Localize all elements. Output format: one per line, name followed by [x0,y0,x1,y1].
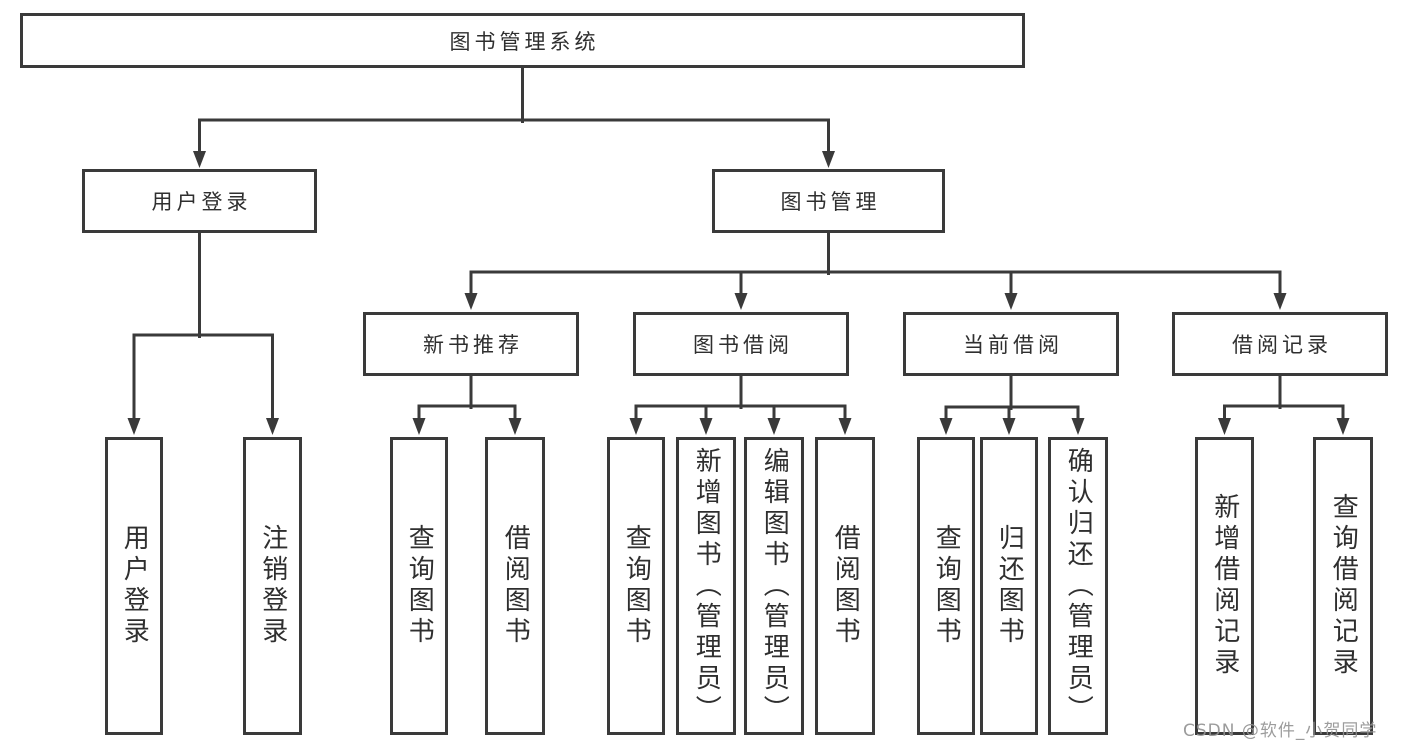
node-label: 确认归还（管理员） [1063,446,1094,726]
node-book-borrowing: 图书借阅 [633,312,849,376]
node-current-borrowing: 当前借阅 [903,312,1119,376]
leaf-borrow-books: 借阅图书 [815,437,875,735]
leaf-confirm-return-admin: 确认归还（管理员） [1048,437,1108,735]
leaf-edit-books-admin: 编辑图书（管理员） [744,437,804,735]
watermark: CSDN @软件_小贺同学 [1183,721,1378,741]
leaf-query-books-recommend: 查询图书 [390,437,448,735]
node-label: 用户登录 [119,524,150,648]
node-label: 查询借阅记录 [1328,493,1359,679]
node-label: 用户登录 [151,190,252,214]
node-label: 图书管理系统 [449,29,600,54]
leaf-borrow-books-recommend: 借阅图书 [485,437,545,735]
leaf-return-books: 归还图书 [980,437,1038,735]
node-label: 编辑图书（管理员） [759,446,790,726]
node-library-system-root: 图书管理系统 [20,13,1025,68]
node-label: 新增图书（管理员） [691,446,722,726]
leaf-query-borrow-record: 查询借阅记录 [1313,437,1373,735]
node-label: 当前借阅 [963,333,1063,357]
node-book-management: 图书管理 [712,169,945,233]
node-user-login: 用户登录 [82,169,317,233]
node-label: 查询图书 [931,524,962,648]
node-label: 新增借阅记录 [1209,493,1240,679]
leaf-user-login: 用户登录 [105,437,163,735]
leaf-logout: 注销登录 [243,437,302,735]
leaf-query-books-current: 查询图书 [917,437,975,735]
node-label: 查询图书 [404,524,435,648]
leaf-add-books-admin: 新增图书（管理员） [676,437,736,735]
leaf-query-books-borrow: 查询图书 [607,437,665,735]
node-label: 借阅图书 [830,524,861,648]
node-label: 借阅记录 [1232,333,1332,357]
node-label: 图书管理 [780,190,881,214]
node-label: 新书推荐 [423,333,523,357]
node-label: 借阅图书 [500,524,531,648]
node-label: 图书借阅 [693,333,793,357]
node-borrowing-records: 借阅记录 [1172,312,1388,376]
node-label: 注销登录 [257,524,288,648]
node-label: 归还图书 [994,524,1025,648]
leaf-add-borrow-record: 新增借阅记录 [1195,437,1254,735]
node-new-book-recommend: 新书推荐 [363,312,579,376]
node-label: 查询图书 [621,524,652,648]
